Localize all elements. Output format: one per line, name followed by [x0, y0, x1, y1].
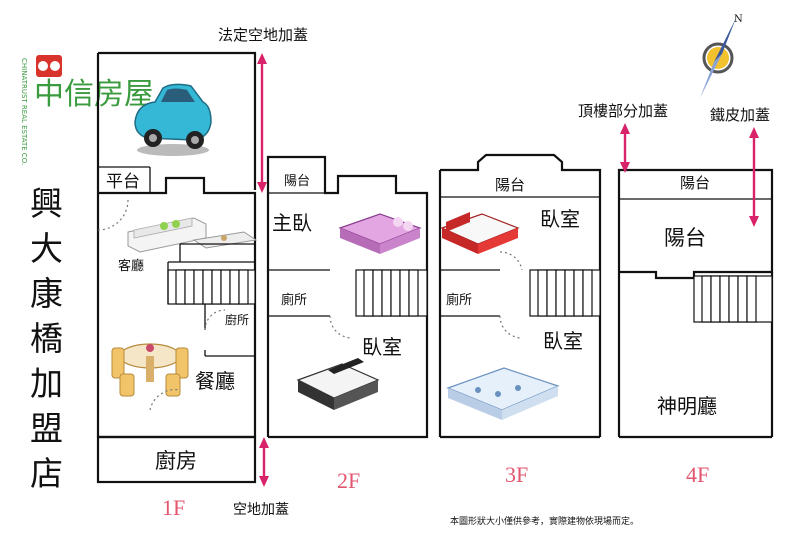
annotation-roof-partial: 頂樓部分加蓋 [578, 102, 668, 120]
floor-label-4f: 4F [686, 462, 709, 487]
label-balcony-2f: 陽台 [284, 174, 310, 189]
annotation-legal-extension: 法定空地加蓋 [218, 26, 308, 44]
bed-icon [338, 213, 422, 254]
annotation-iron-sheet: 鐵皮加蓋 [710, 106, 770, 124]
store-name-char: 大 [30, 229, 63, 268]
floor-1f: 平台 客廳 [96, 51, 258, 520]
label-balcony-4f-top: 陽台 [680, 174, 710, 192]
label-living-room: 客廳 [118, 258, 144, 274]
label-toilet-3f: 廁所 [446, 292, 472, 308]
logo-subtext: CHINATRUST REAL ESTATE CO. [20, 58, 28, 165]
arrow-iron-sheet [749, 127, 759, 227]
svg-text:N: N [734, 14, 743, 25]
label-bedroom-3f-top: 臥室 [540, 207, 580, 231]
floor-label-1f: 1F [162, 495, 185, 520]
stairs-3f [529, 269, 601, 317]
stairs-2f [355, 269, 428, 317]
car-icon [134, 83, 212, 156]
label-platform: 平台 [106, 172, 140, 192]
arrow-open-space [259, 437, 269, 487]
store-name: 興 大 康 橋 加 盟 店 [30, 184, 63, 493]
label-dining: 餐廳 [195, 369, 235, 393]
stairs-1f [167, 269, 256, 305]
label-kitchen: 廚房 [155, 449, 197, 473]
label-balcony-4f-main: 陽台 [664, 226, 706, 250]
store-name-char: 興 [30, 184, 63, 223]
floor-2f: 陽台 主臥 廁所 臥室 2F [266, 155, 429, 493]
sofa-icon [127, 217, 258, 253]
label-shrine-room: 神明廳 [657, 394, 717, 418]
floor-label-3f: 3F [505, 462, 528, 487]
stairs-4f [693, 275, 773, 323]
bed-icon [446, 367, 560, 420]
label-balcony-3f: 陽台 [495, 176, 525, 194]
floor-label-2f: 2F [337, 468, 360, 493]
bed-icon [440, 212, 520, 254]
store-name-char: 康 [30, 274, 63, 313]
label-bedroom-3f-bottom: 臥室 [543, 329, 583, 353]
bed-icon [296, 358, 380, 410]
store-name-char: 盟 [30, 409, 63, 448]
dining-table-icon [111, 343, 189, 397]
store-name-char: 加 [30, 364, 63, 403]
floor-3f: 陽台 臥室 廁所 臥室 3F [438, 153, 602, 487]
label-kitchen-small: 廚所 [225, 312, 249, 327]
arrow-roof-partial [620, 123, 630, 173]
logo-text: 中信房屋 [34, 77, 154, 112]
brand-logo: 中信房屋 CHINATRUST REAL ESTATE CO. [20, 55, 154, 165]
label-master-bedroom: 主臥 [272, 211, 312, 235]
compass-icon: N [700, 14, 743, 98]
store-name-char: 店 [30, 454, 63, 493]
label-bedroom-2f: 臥室 [362, 335, 402, 359]
label-toilet-2f: 廁所 [281, 292, 307, 308]
store-name-char: 橋 [30, 319, 63, 358]
logo-mark-icon [36, 55, 62, 77]
floor-4f: 陽台 陽台 神明廳 4F [617, 168, 774, 487]
disclaimer-text: 本圖形狀大小僅供參考，實際建物依現場而定。 [450, 515, 639, 527]
arrow-legal-extension [257, 53, 267, 193]
annotation-open-space: 空地加蓋 [233, 502, 289, 518]
